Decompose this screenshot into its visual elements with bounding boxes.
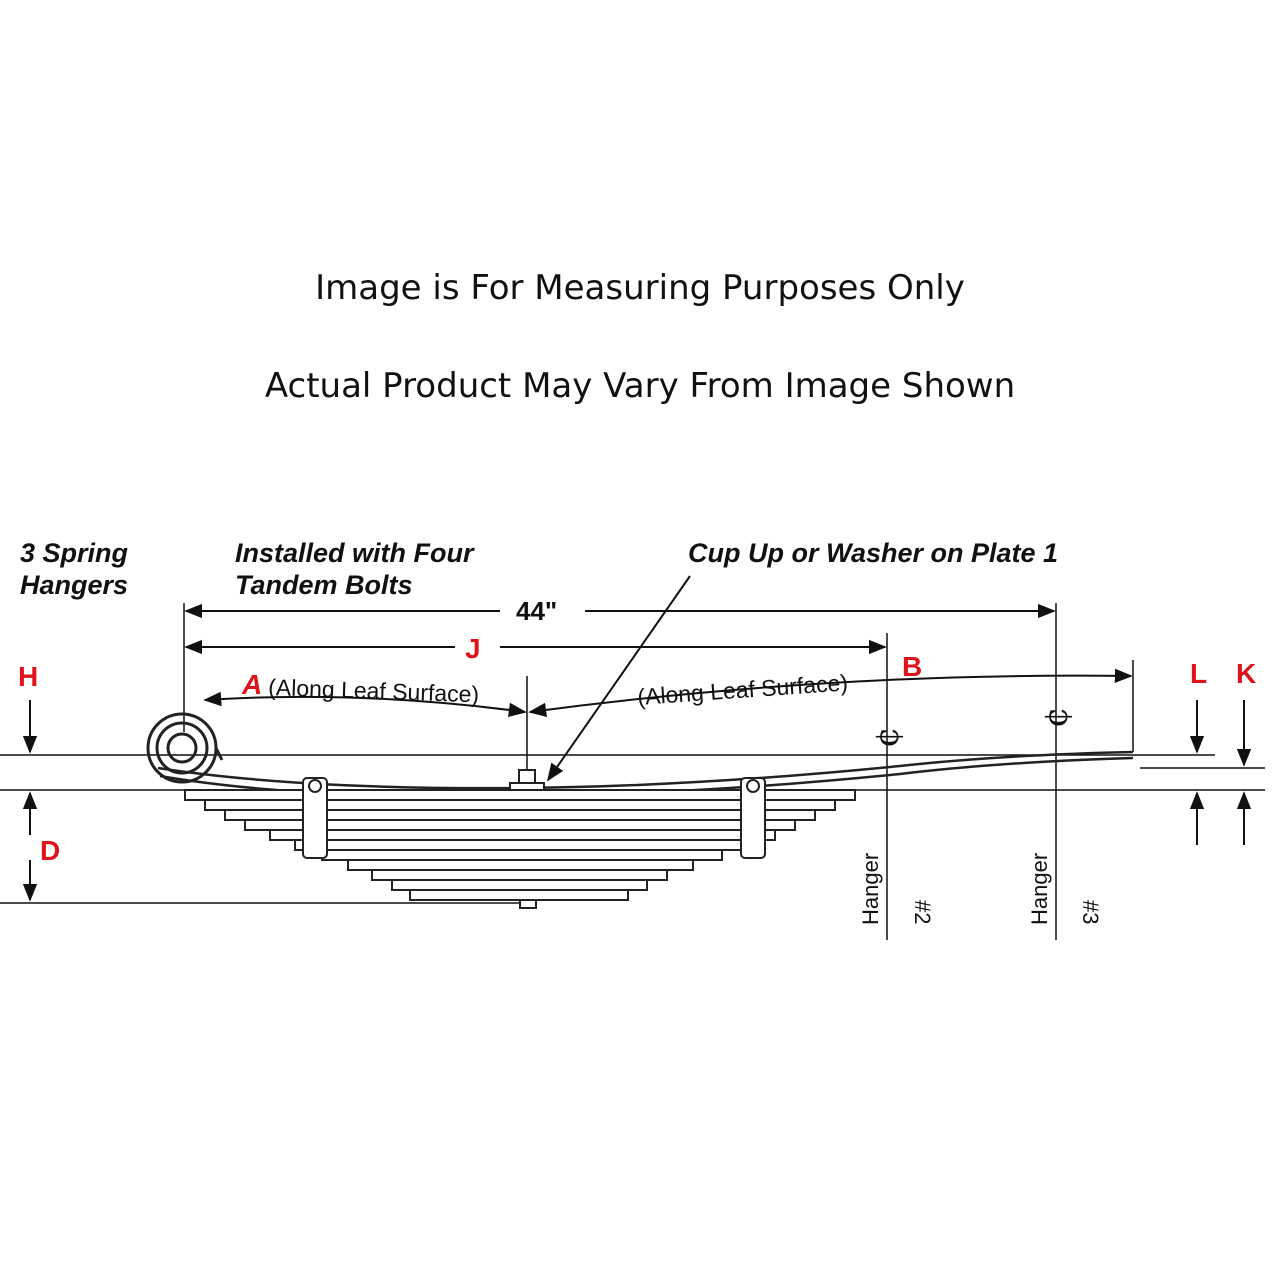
hangers-label-line1: 3 Spring	[20, 538, 129, 568]
l-k-arrows	[1189, 700, 1252, 845]
bolts-label-line1: Installed with Four	[235, 538, 475, 568]
spring-eye	[146, 712, 224, 784]
dim-l-label: L	[1190, 658, 1207, 689]
center-bolt	[509, 769, 545, 909]
centerline-symbol-3: ¢	[1036, 706, 1076, 728]
along-leaf-a: (Along Leaf Surface)	[268, 674, 480, 707]
hanger-2-label: Hanger	[858, 853, 883, 925]
cup-washer-label: Cup Up or Washer on Plate 1	[688, 538, 1058, 568]
bolts-label-line2: Tandem Bolts	[235, 570, 413, 600]
measuring-notice: Image is For Measuring Purposes Only	[315, 268, 965, 308]
hanger-3-label: Hanger	[1027, 853, 1052, 925]
dim-k-label: K	[1236, 658, 1256, 689]
a-dimension-arc	[203, 691, 527, 717]
dim-d-label: D	[40, 835, 60, 866]
along-leaf-b: (Along Leaf Surface)	[637, 669, 849, 710]
hanger-3-number: #3	[1078, 900, 1103, 924]
hangers-label-line2: Hangers	[20, 570, 128, 600]
dim-h-label: H	[18, 661, 38, 692]
cup-washer-pointer	[546, 575, 691, 782]
b-dimension-arc	[528, 668, 1133, 717]
centerline-symbol-2: ¢	[867, 726, 907, 748]
dim-j-label: J	[465, 633, 481, 664]
dim-a-label: A	[241, 669, 262, 700]
hanger-2-number: #2	[910, 900, 935, 924]
product-vary-notice: Actual Product May Vary From Image Shown	[264, 366, 1016, 406]
leaf-stack	[184, 789, 856, 901]
overall-length-value: 44"	[516, 596, 557, 626]
extension-lines	[183, 603, 1134, 940]
rebound-clips	[302, 777, 766, 859]
dim-b-label: B	[902, 651, 922, 682]
